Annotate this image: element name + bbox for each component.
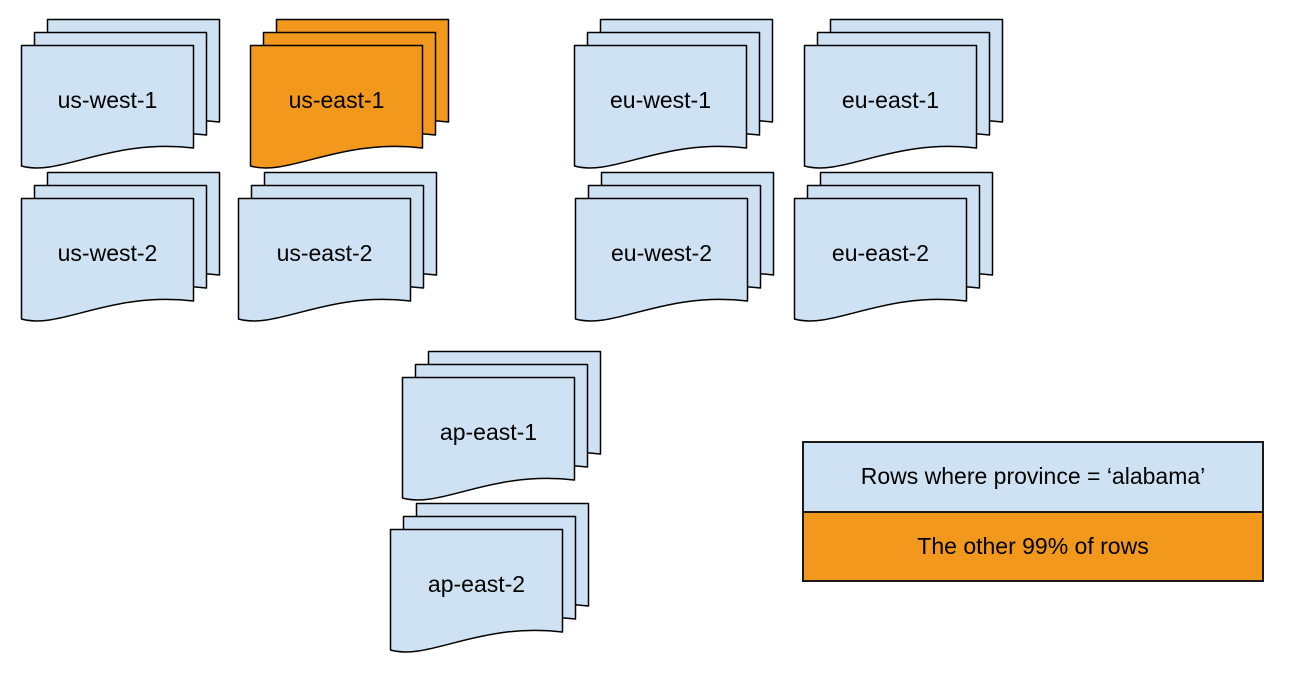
document-shape-front (574, 197, 749, 322)
region-stack-us-west-1: us-west-1 (20, 18, 221, 172)
legend-item-label: Rows where province = ‘alabama’ (860, 463, 1206, 490)
region-stack-us-east-2: us-east-2 (237, 171, 438, 325)
region-stack-eu-west-2: eu-west-2 (574, 171, 775, 325)
legend: Rows where province = ‘alabama’ The othe… (802, 441, 1264, 582)
document-shape-front (401, 376, 576, 501)
region-stack-eu-west-1: eu-west-1 (573, 18, 774, 172)
document-shape-front (20, 197, 195, 322)
region-stack-ap-east-2: ap-east-2 (389, 502, 590, 656)
document-shape-front (20, 44, 195, 169)
legend-item-label: The other 99% of rows (917, 532, 1149, 559)
document-shape-front (389, 528, 564, 653)
legend-item-other-rows: The other 99% of rows (804, 510, 1262, 580)
region-stack-ap-east-1: ap-east-1 (401, 350, 602, 504)
legend-item-alabama-rows: Rows where province = ‘alabama’ (804, 443, 1262, 511)
region-stack-eu-east-2: eu-east-2 (793, 171, 994, 325)
region-stack-us-east-1: us-east-1 (249, 18, 450, 172)
document-shape-front (249, 44, 424, 169)
document-shape-front (803, 44, 978, 169)
document-shape-front (237, 197, 412, 322)
document-shape-front (793, 197, 968, 322)
document-shape-front (573, 44, 748, 169)
region-stack-eu-east-1: eu-east-1 (803, 18, 1004, 172)
region-stack-us-west-2: us-west-2 (20, 171, 221, 325)
